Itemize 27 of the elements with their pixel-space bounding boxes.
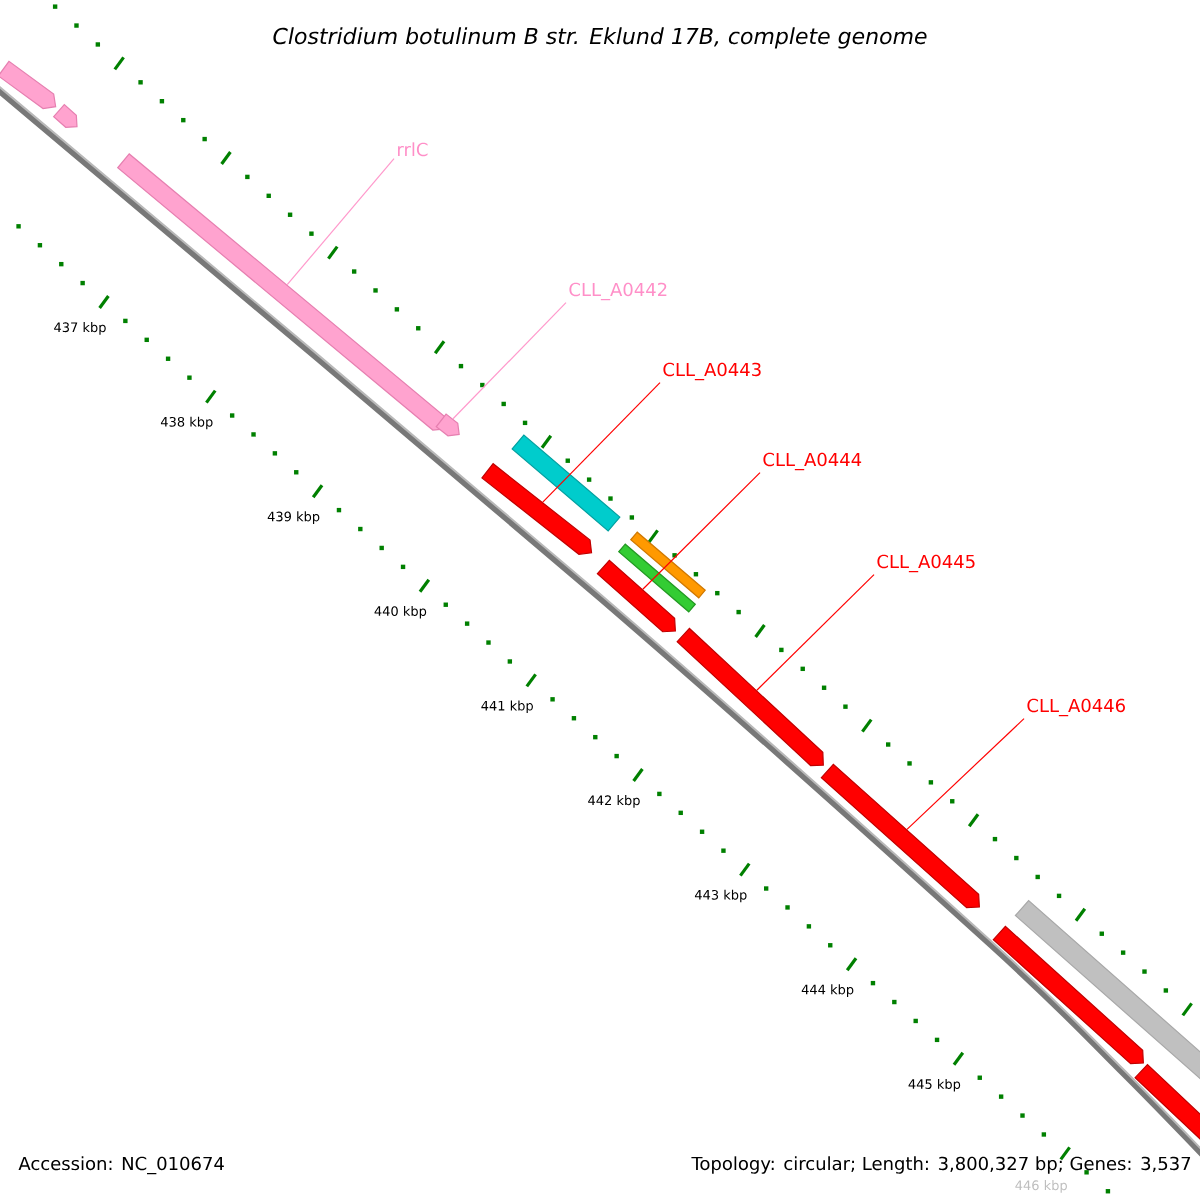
leader-line xyxy=(642,472,761,590)
gene-block xyxy=(0,60,57,110)
gene-block xyxy=(992,925,1144,1065)
gene-label: CLL_A0442 xyxy=(569,282,667,301)
gene-block xyxy=(596,559,676,633)
gene-block xyxy=(52,103,78,128)
gene-block xyxy=(676,627,824,767)
gene-block xyxy=(116,153,447,431)
gene-label: rrlC xyxy=(398,142,428,157)
leader-line xyxy=(452,302,567,420)
gene-block xyxy=(481,462,593,555)
gene-block xyxy=(1014,899,1200,1083)
gene-block xyxy=(820,763,980,909)
gene-label: CLL_A0445 xyxy=(877,554,975,573)
gene-block xyxy=(435,413,460,437)
leader-line xyxy=(906,718,1025,830)
gene-block xyxy=(511,434,621,532)
title: Clostridium botulinum B str. Eklund 17B, complete genome xyxy=(273,27,927,49)
gene-label: CLL_A0444 xyxy=(763,452,862,471)
footer-text: Accession: NC_010674 xyxy=(18,1156,224,1175)
leader-line xyxy=(756,574,875,691)
gene-label: CLL_A0446 xyxy=(1027,698,1125,717)
gene-label: CLL_A0443 xyxy=(663,362,761,381)
gene-block xyxy=(1134,1063,1200,1141)
footer-text: Topology: circular; Length: 3,800,327 bp; Genes: 3,537 xyxy=(691,1156,1191,1174)
leader-line xyxy=(542,382,661,503)
leader-line xyxy=(286,158,395,286)
